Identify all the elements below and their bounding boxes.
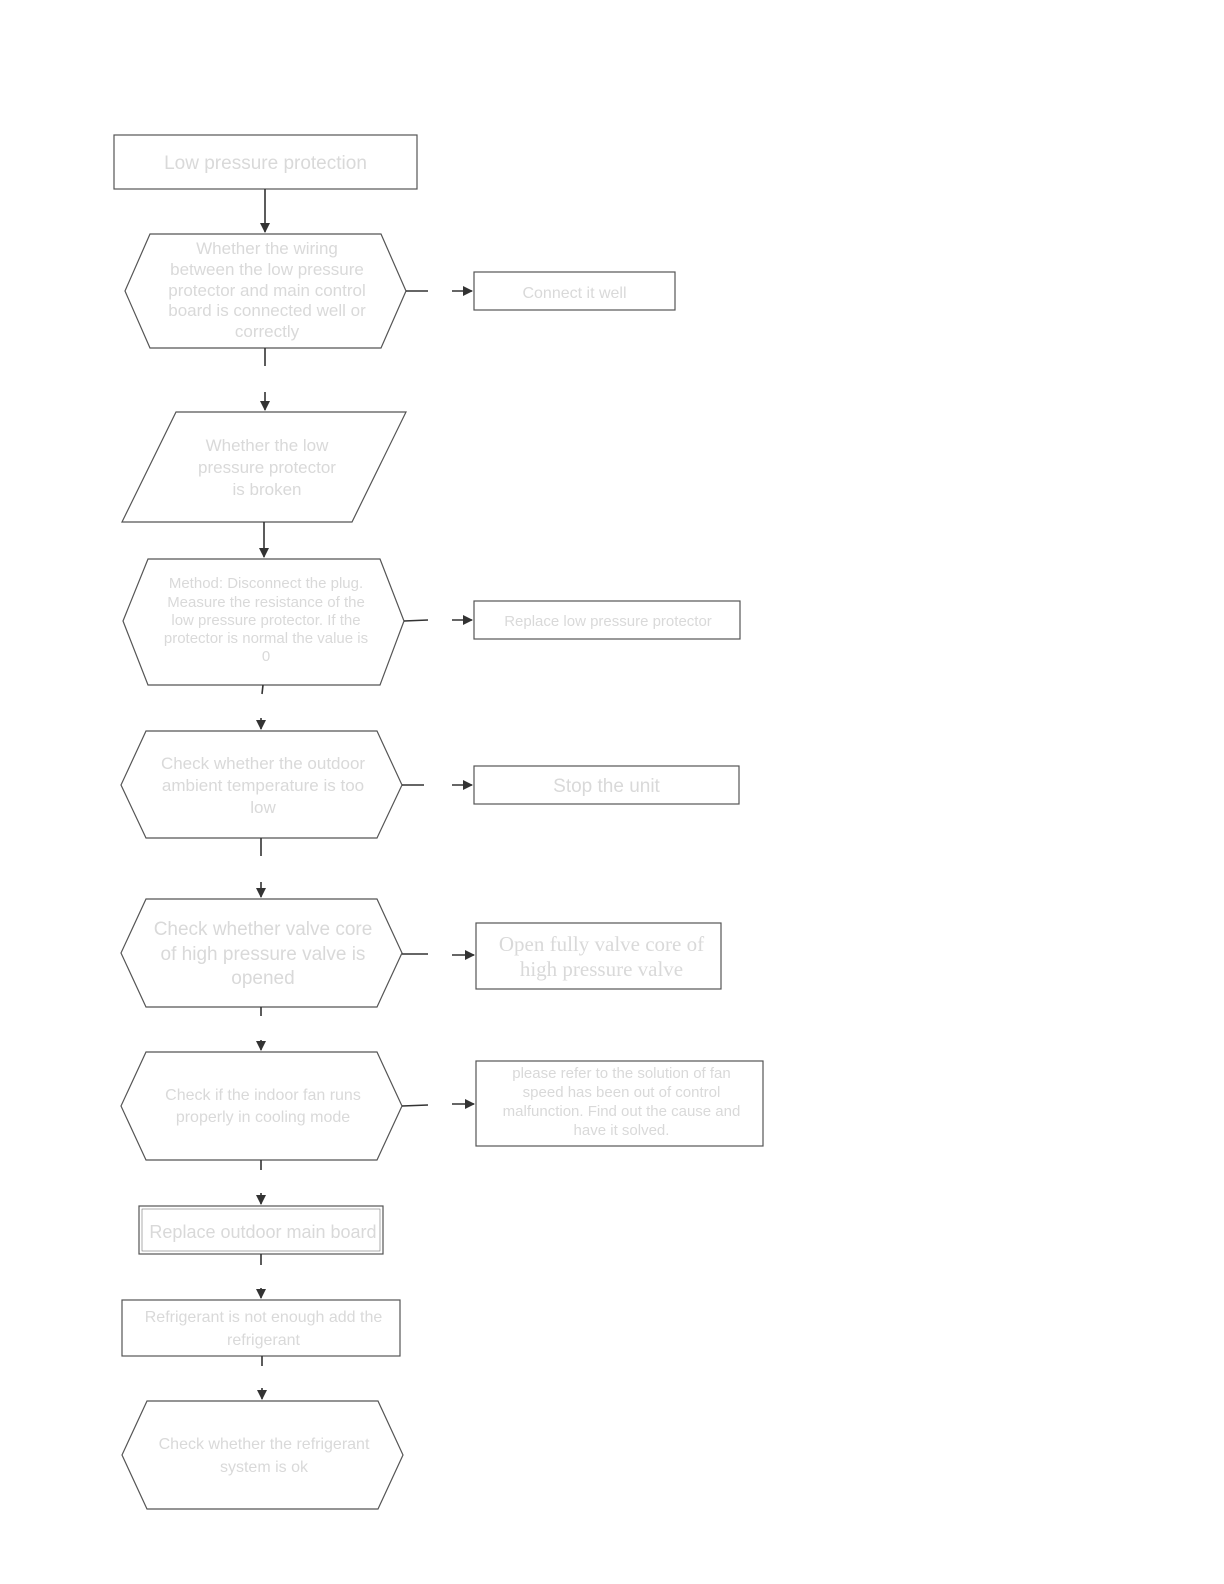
connect-well-label: Connect it well [522,285,627,303]
check-valve-label: Check whether valve core of high pressur… [153,918,373,990]
stop-unit-label: Stop the unit [553,775,660,797]
replace-board-inner-border [141,1208,381,1252]
check-valve-hexagon [120,898,403,1008]
check-system-hexagon [121,1400,404,1510]
connector-fan-stub-right [401,1104,429,1107]
add-refrigerant-label: Refrigerant is not enough add the refrig… [144,1308,383,1349]
stop-unit-box [473,765,740,805]
open-valve-box [475,922,722,990]
check-system-label: Check whether the refrigerant system is … [158,1435,370,1476]
start-label: Low pressure protection [164,152,367,174]
fan-solution-label: please refer to the solution of fan spee… [502,1065,741,1139]
connector-method-stub [261,684,264,695]
fan-solution-box [475,1060,764,1147]
protector-broken-label: Whether the low pressure protector is br… [198,435,336,500]
method-measure-label: Method: Disconnect the plug. Measure the… [163,575,369,666]
open-valve-label: Open fully valve core of high pressure v… [498,932,705,981]
check-fan-label: Check if the indoor fan runs properly in… [165,1086,361,1126]
connector-method-stub-right [403,619,429,622]
check-wiring-label: Whether the wiring between the low press… [168,238,366,342]
start-box [113,134,418,190]
replace-board-label: Replace outdoor main board [149,1222,377,1243]
connect-well-box [473,271,676,311]
check-ambient-label: Check whether the outdoor ambient temper… [160,753,366,818]
replace-protector-label: Replace low pressure protector [504,613,712,630]
protector-broken-parallelogram [121,411,407,523]
replace-board-box [138,1205,384,1255]
add-refrigerant-box [121,1299,401,1357]
replace-protector-box [473,600,741,640]
